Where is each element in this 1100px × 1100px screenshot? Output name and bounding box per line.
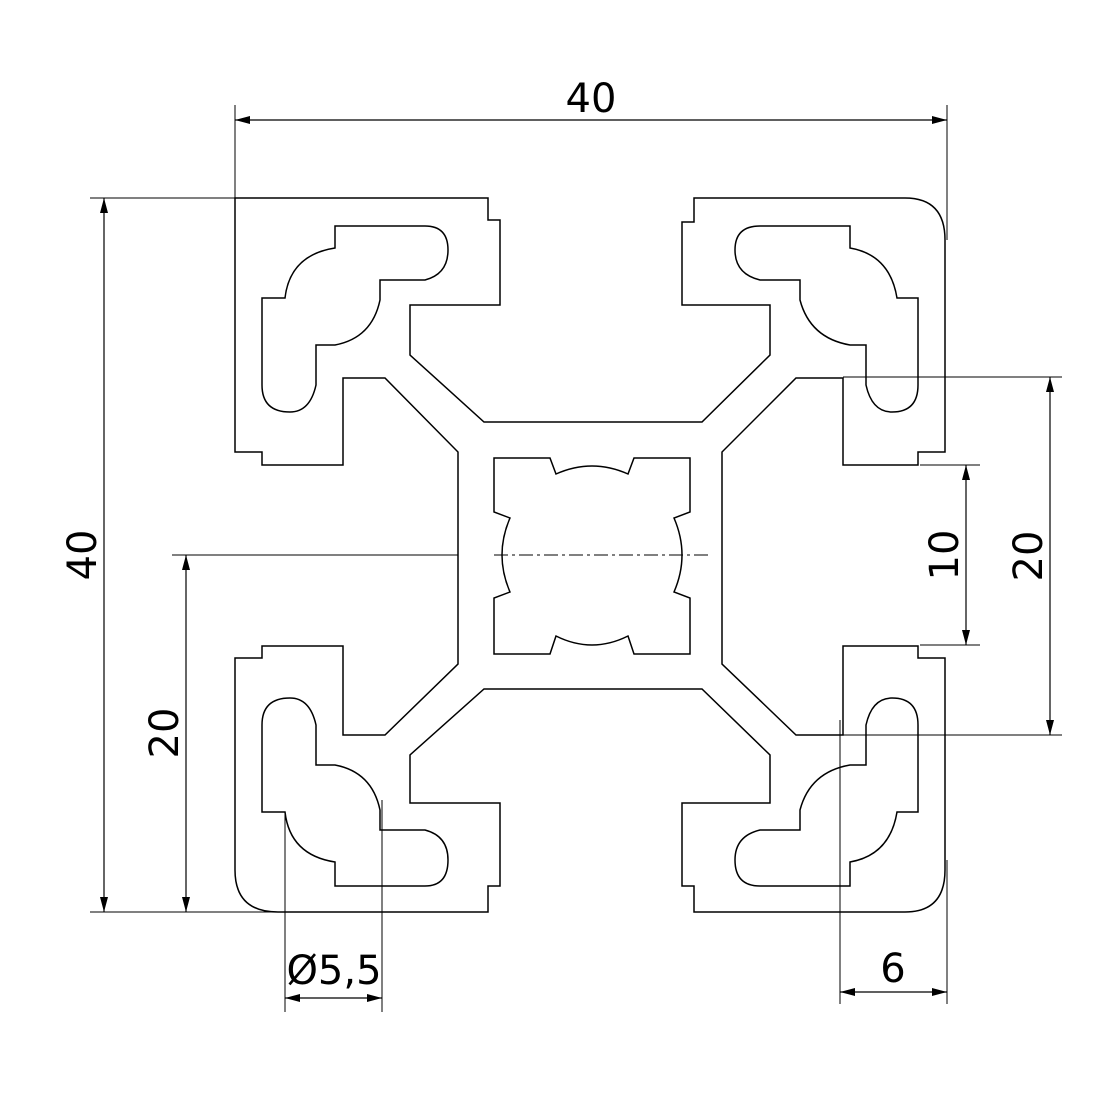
dimension-right-slot: 10 [920, 464, 980, 646]
dimension-right-slot-label: 10 [922, 530, 968, 581]
dimension-left-lower-label: 20 [142, 708, 188, 759]
cavity-bottom-right [734, 697, 919, 887]
dimension-hole-diameter: Ø5,5 [284, 800, 383, 1012]
cavity-bottom-left [261, 697, 449, 887]
dimension-right-outer: 20 [843, 376, 1062, 736]
dimension-top-width: 40 [234, 76, 948, 440]
cavity-top-left [261, 225, 449, 413]
corner-block-top-left [234, 197, 946, 913]
dimension-top-width-label: 40 [566, 76, 617, 122]
dimension-hole-diameter-label: Ø5,5 [286, 948, 381, 994]
dimension-left-height-label: 40 [60, 530, 106, 581]
cavity-top-right [734, 225, 919, 413]
dimension-left-height: 40 [60, 197, 280, 913]
dimension-bottom-right: 6 [839, 720, 948, 1004]
center-core [493, 457, 691, 655]
dimension-right-outer-label: 20 [1006, 531, 1052, 582]
dimension-bottom-right-label: 6 [880, 946, 905, 992]
profile-outline [234, 197, 946, 913]
dimension-left-lower: 20 [142, 555, 190, 912]
